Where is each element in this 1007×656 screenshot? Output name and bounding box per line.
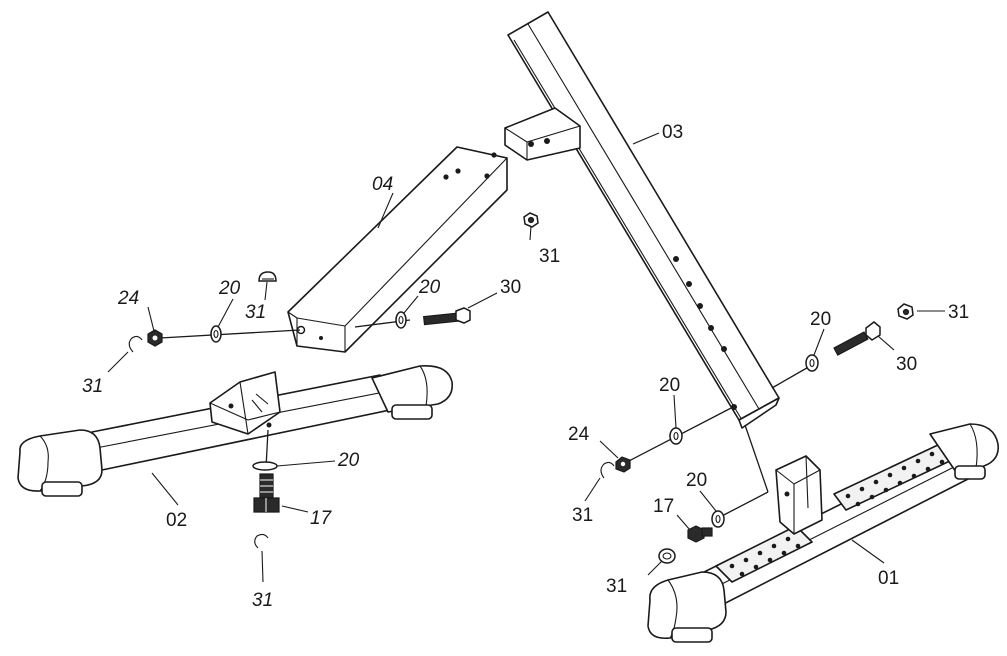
label-hw-31-base: 31 [252, 590, 273, 611]
part-04-brace [287, 146, 508, 353]
leader-lines [107, 132, 945, 583]
label-hw-24-front: 24 [568, 424, 590, 445]
cap-31-top-right [523, 212, 539, 228]
bolt-17-front [687, 525, 713, 543]
cap-31-front-bottom [658, 548, 676, 564]
label-part-01: 01 [878, 568, 899, 589]
label-hw-31-front-left: 31 [572, 505, 593, 526]
bolt-30-front [833, 321, 881, 356]
label-hw-31-rear-left: 31 [82, 376, 103, 397]
cap-31-rear-left [128, 335, 143, 353]
hardware-front [523, 212, 914, 564]
part-01-front-base [647, 423, 1000, 643]
hex-nut-24-front [615, 456, 631, 473]
label-hw-31-rear-top: 31 [245, 302, 266, 323]
cap-31-rear-top [258, 271, 277, 282]
hardware-rear [128, 271, 471, 549]
washer-20-front-right [805, 354, 819, 372]
label-hw-17-front: 17 [653, 496, 674, 517]
label-hw-20-base: 20 [337, 450, 360, 471]
bolt-30-rear [423, 307, 471, 326]
washer-20-base [252, 461, 278, 471]
label-hw-24-rear: 24 [117, 288, 139, 309]
bolt-17-base [253, 473, 280, 513]
foot-pad-dots [729, 451, 945, 577]
label-hw-31-right: 31 [948, 302, 969, 323]
washer-20-front-low [711, 510, 725, 528]
cap-31-right [897, 303, 914, 320]
label-part-04: 04 [372, 174, 393, 195]
callout-labels: 03 04 31 24 20 31 31 20 30 31 20 30 20 2… [82, 122, 969, 611]
washer-20-front-mid [669, 427, 683, 445]
label-hw-20-front-right: 20 [810, 309, 831, 330]
washer-20-rear-right [395, 311, 407, 329]
cap-31-base [254, 533, 269, 549]
label-hw-31-front-bottom: 31 [606, 576, 627, 597]
label-hw-20-front-mid: 20 [659, 375, 680, 396]
label-hw-17-base: 17 [310, 508, 333, 529]
label-hw-20-front-low: 20 [686, 470, 707, 491]
washer-20-rear-left [210, 325, 222, 343]
label-hw-30-front: 30 [896, 354, 917, 375]
label-hw-30-rear: 30 [500, 277, 521, 298]
label-hw-20-rear-right: 20 [418, 277, 441, 298]
part-02-rear-base [17, 365, 454, 497]
label-part-03: 03 [662, 122, 683, 143]
cap-31-front-left [600, 461, 615, 479]
hex-nut-24-rear [147, 329, 163, 347]
label-hw-20-rear-left: 20 [218, 278, 241, 299]
part-03-upright [504, 11, 780, 429]
label-hw-31-top: 31 [539, 246, 560, 267]
label-part-02: 02 [166, 510, 187, 531]
